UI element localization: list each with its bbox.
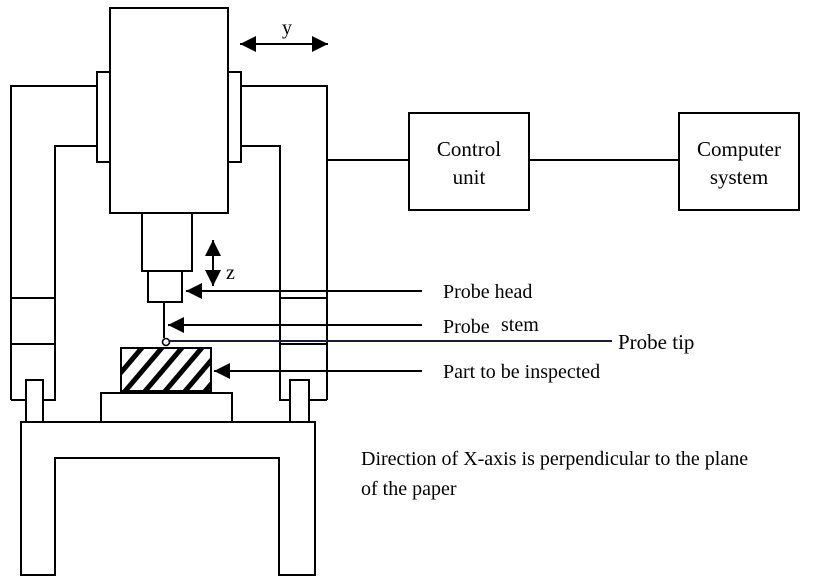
x-axis-note-line-2: of the paper <box>361 478 457 500</box>
probe-tip-label: Probe tip <box>618 330 694 354</box>
control-unit-label-2: unit <box>453 165 486 189</box>
right-bearing-plate <box>227 71 242 163</box>
left-bearing-plate <box>96 71 111 163</box>
computer-system-label-2: system <box>710 165 768 189</box>
probe-head-label: Probe head <box>443 281 532 303</box>
computer-system-box <box>678 112 800 211</box>
machine-table <box>20 421 316 576</box>
left-column <box>10 85 97 423</box>
probe-stem-label-1: Probe <box>443 316 490 338</box>
probe-stem-label-2: stem <box>501 314 539 336</box>
control-unit-box <box>408 112 530 211</box>
computer-system-label-1: Computer <box>697 137 781 161</box>
part-label: Part to be inspected <box>443 361 600 383</box>
right-column <box>240 85 328 423</box>
z-axis-label: z <box>226 262 235 284</box>
carriage <box>109 7 229 214</box>
fixture-base <box>100 392 233 423</box>
y-axis-label: y <box>282 17 292 39</box>
probe-tip <box>161 337 171 347</box>
control-unit-label-1: Control <box>437 137 501 161</box>
z-ram <box>141 212 193 272</box>
x-axis-note-line-1: Direction of X-axis is perpendicular to … <box>361 448 748 470</box>
part-to-be-inspected <box>120 347 212 392</box>
probe-head <box>147 270 183 303</box>
